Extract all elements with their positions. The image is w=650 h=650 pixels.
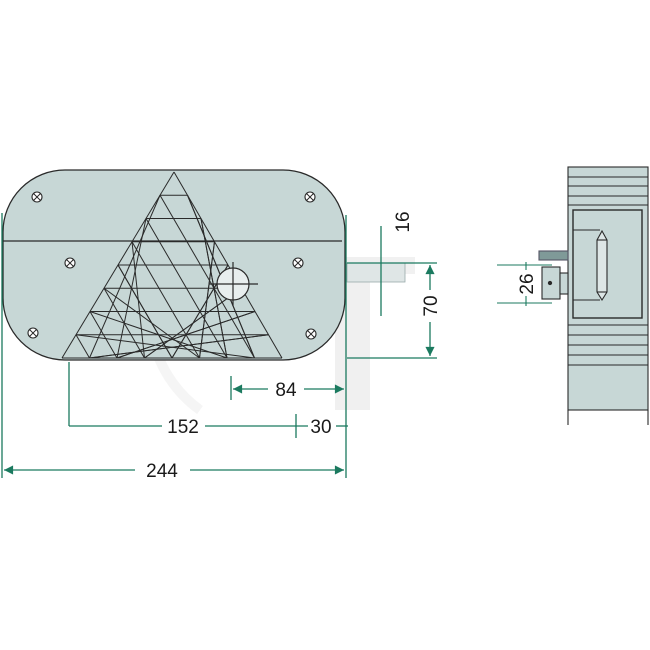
lamp-front-view xyxy=(2,169,346,361)
label-244: 244 xyxy=(146,461,178,482)
label-152: 152 xyxy=(167,417,199,438)
mounting-pin xyxy=(346,262,406,283)
label-16: 16 xyxy=(393,211,414,232)
screw-icon xyxy=(27,327,39,339)
screw-icon xyxy=(304,191,316,203)
label-84: 84 xyxy=(275,380,297,401)
label-70: 70 xyxy=(421,295,442,316)
bulb-icon xyxy=(596,229,608,302)
screw-icon xyxy=(64,257,76,269)
screw-icon xyxy=(292,257,304,269)
label-26: 26 xyxy=(517,273,538,294)
screw-icon xyxy=(305,328,317,340)
fog-light-lens xyxy=(209,262,258,306)
lamp-side-view xyxy=(538,166,649,425)
lever xyxy=(538,250,569,261)
label-30: 30 xyxy=(310,417,331,438)
mounting-screws xyxy=(27,191,317,340)
screw-icon xyxy=(31,191,43,203)
dimension-lines xyxy=(1,213,437,478)
